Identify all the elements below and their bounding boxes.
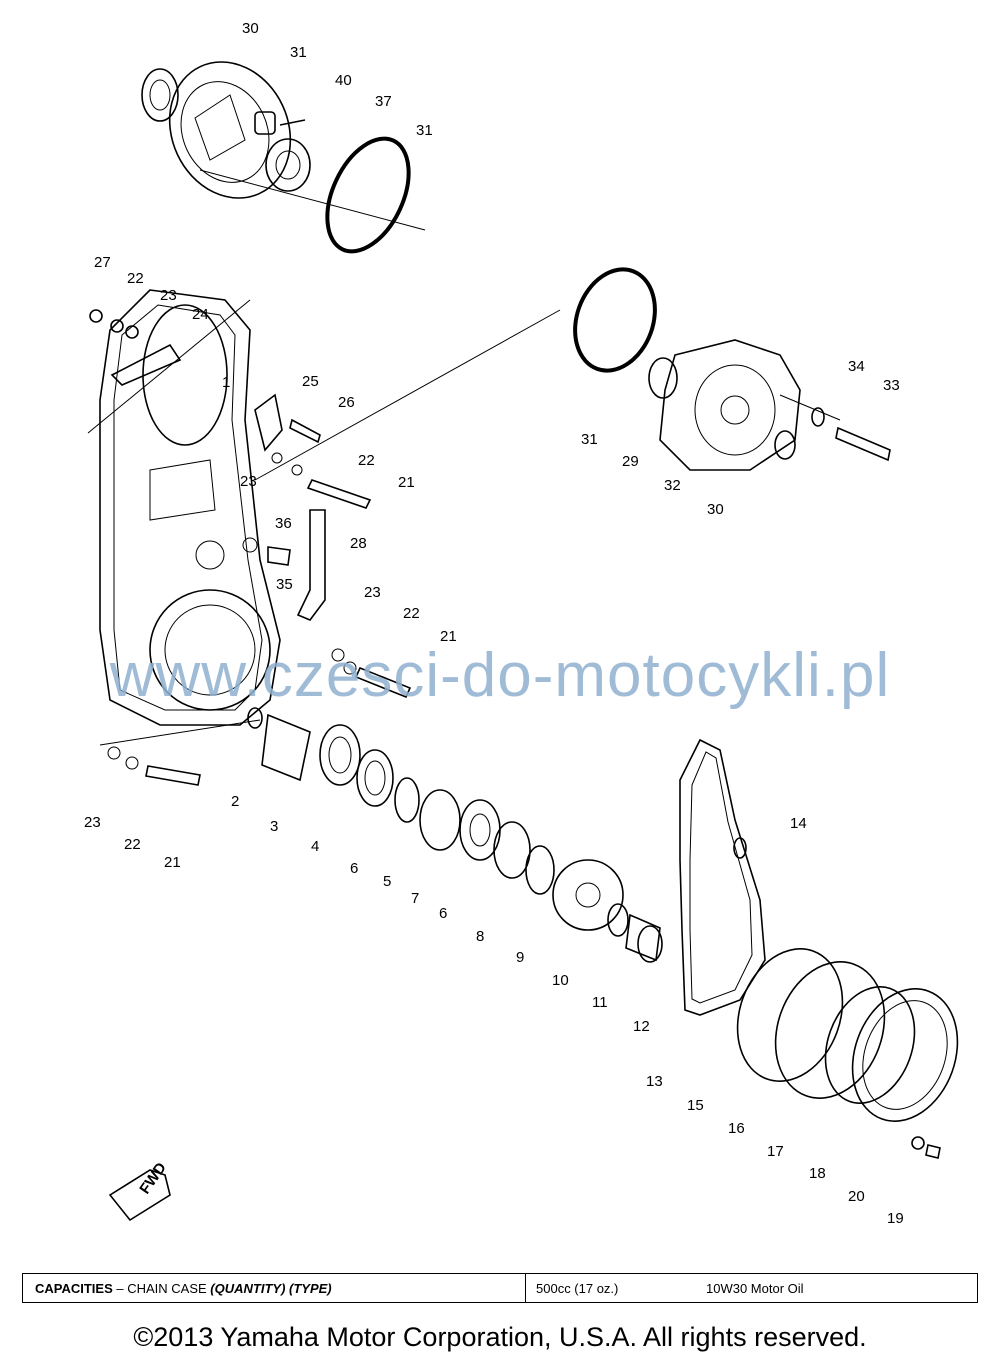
small-hardware xyxy=(89,309,412,786)
callout-19: 19 xyxy=(887,1210,904,1227)
callout-4: 4 xyxy=(311,838,319,855)
exploded-parts-diagram: FWD 30 31 40 37 31 27 22 23 24 1 25 26 2… xyxy=(84,20,959,1227)
callout-16: 16 xyxy=(728,1120,745,1137)
callout-17: 17 xyxy=(767,1143,784,1160)
capacities-type: 10W30 Motor Oil xyxy=(706,1280,804,1296)
callout-6-left: 6 xyxy=(350,860,358,877)
callout-34: 34 xyxy=(848,358,865,375)
callout-22-low: 22 xyxy=(403,605,420,622)
callout-23-low: 23 xyxy=(364,584,381,601)
callout-22-top: 22 xyxy=(127,270,144,287)
top-cover-assembly xyxy=(141,61,426,254)
callout-13: 13 xyxy=(646,1073,663,1090)
callout-7: 7 xyxy=(411,890,419,907)
callout-36: 36 xyxy=(275,515,292,532)
callout-18: 18 xyxy=(809,1165,826,1182)
callout-6-right: 6 xyxy=(439,905,447,922)
callout-23-top: 23 xyxy=(160,287,177,304)
callout-8: 8 xyxy=(476,928,484,945)
capacities-table: CAPACITIES – CHAIN CASE (QUANTITY) (TYPE… xyxy=(22,1273,978,1303)
callout-24: 24 xyxy=(192,306,209,323)
chain-case-cover xyxy=(87,289,281,746)
callout-23-mid: 23 xyxy=(240,473,257,490)
callout-15: 15 xyxy=(687,1097,704,1114)
callout-3: 3 xyxy=(270,818,278,835)
capacities-chain-case: – CHAIN CASE xyxy=(112,1280,211,1296)
callout-37: 37 xyxy=(375,93,392,110)
capacities-quantity: 500cc (17 oz.) xyxy=(536,1280,619,1296)
callout-9: 9 xyxy=(516,949,524,966)
callout-21-mid: 21 xyxy=(398,474,415,491)
callout-21-bottom: 21 xyxy=(164,854,181,871)
callout-28: 28 xyxy=(350,535,367,552)
forward-direction-arrow: FWD xyxy=(108,1159,171,1222)
callout-23-bottom: 23 xyxy=(84,814,101,831)
callout-38: 30 xyxy=(242,20,259,37)
callout-39: 31 xyxy=(290,44,307,61)
callout-27: 27 xyxy=(94,254,111,271)
capacities-value-cell: 500cc (17 oz.) 10W30 Motor Oil xyxy=(526,1274,977,1302)
callout-20: 20 xyxy=(848,1188,865,1205)
capacities-heading: CAPACITIES xyxy=(35,1280,113,1296)
callout-29: 29 xyxy=(622,453,639,470)
callout-35: 35 xyxy=(276,576,293,593)
capacities-qty-type: (QUANTITY) (TYPE) xyxy=(210,1280,332,1296)
copyright-notice: ©2013 Yamaha Motor Corporation, U.S.A. A… xyxy=(133,1322,867,1352)
callout-25: 25 xyxy=(302,373,319,390)
chain-and-rear-plates xyxy=(679,738,959,1159)
callout-22-bottom: 22 xyxy=(124,836,141,853)
callout-2: 2 xyxy=(231,793,239,810)
callout-10: 10 xyxy=(552,972,569,989)
callout-5: 5 xyxy=(383,873,391,890)
callout-32: 32 xyxy=(664,477,681,494)
shaft-parts-stack xyxy=(247,707,663,963)
fwd-label: FWD xyxy=(136,1159,170,1197)
callout-33: 33 xyxy=(883,377,900,394)
callout-labels: 30 31 40 37 31 27 22 23 24 1 25 26 22 23… xyxy=(84,20,904,1227)
callout-14: 14 xyxy=(790,815,807,832)
callout-26: 26 xyxy=(338,394,355,411)
callout-11: 11 xyxy=(592,994,608,1011)
callout-22-mid: 22 xyxy=(358,452,375,469)
callout-1: 1 xyxy=(222,374,230,391)
callout-12: 12 xyxy=(633,1018,650,1035)
callout-40: 40 xyxy=(335,72,352,89)
callout-30: 30 xyxy=(707,501,724,518)
callout-21-low: 21 xyxy=(440,628,457,645)
site-watermark: www.czesci-do-motocykli.pl xyxy=(109,641,891,710)
capacities-label-cell: CAPACITIES – CHAIN CASE (QUANTITY) (TYPE… xyxy=(23,1274,526,1302)
right-housing-assembly xyxy=(254,267,891,481)
callout-31-right: 31 xyxy=(581,431,598,448)
callout-31-top: 31 xyxy=(416,122,433,139)
